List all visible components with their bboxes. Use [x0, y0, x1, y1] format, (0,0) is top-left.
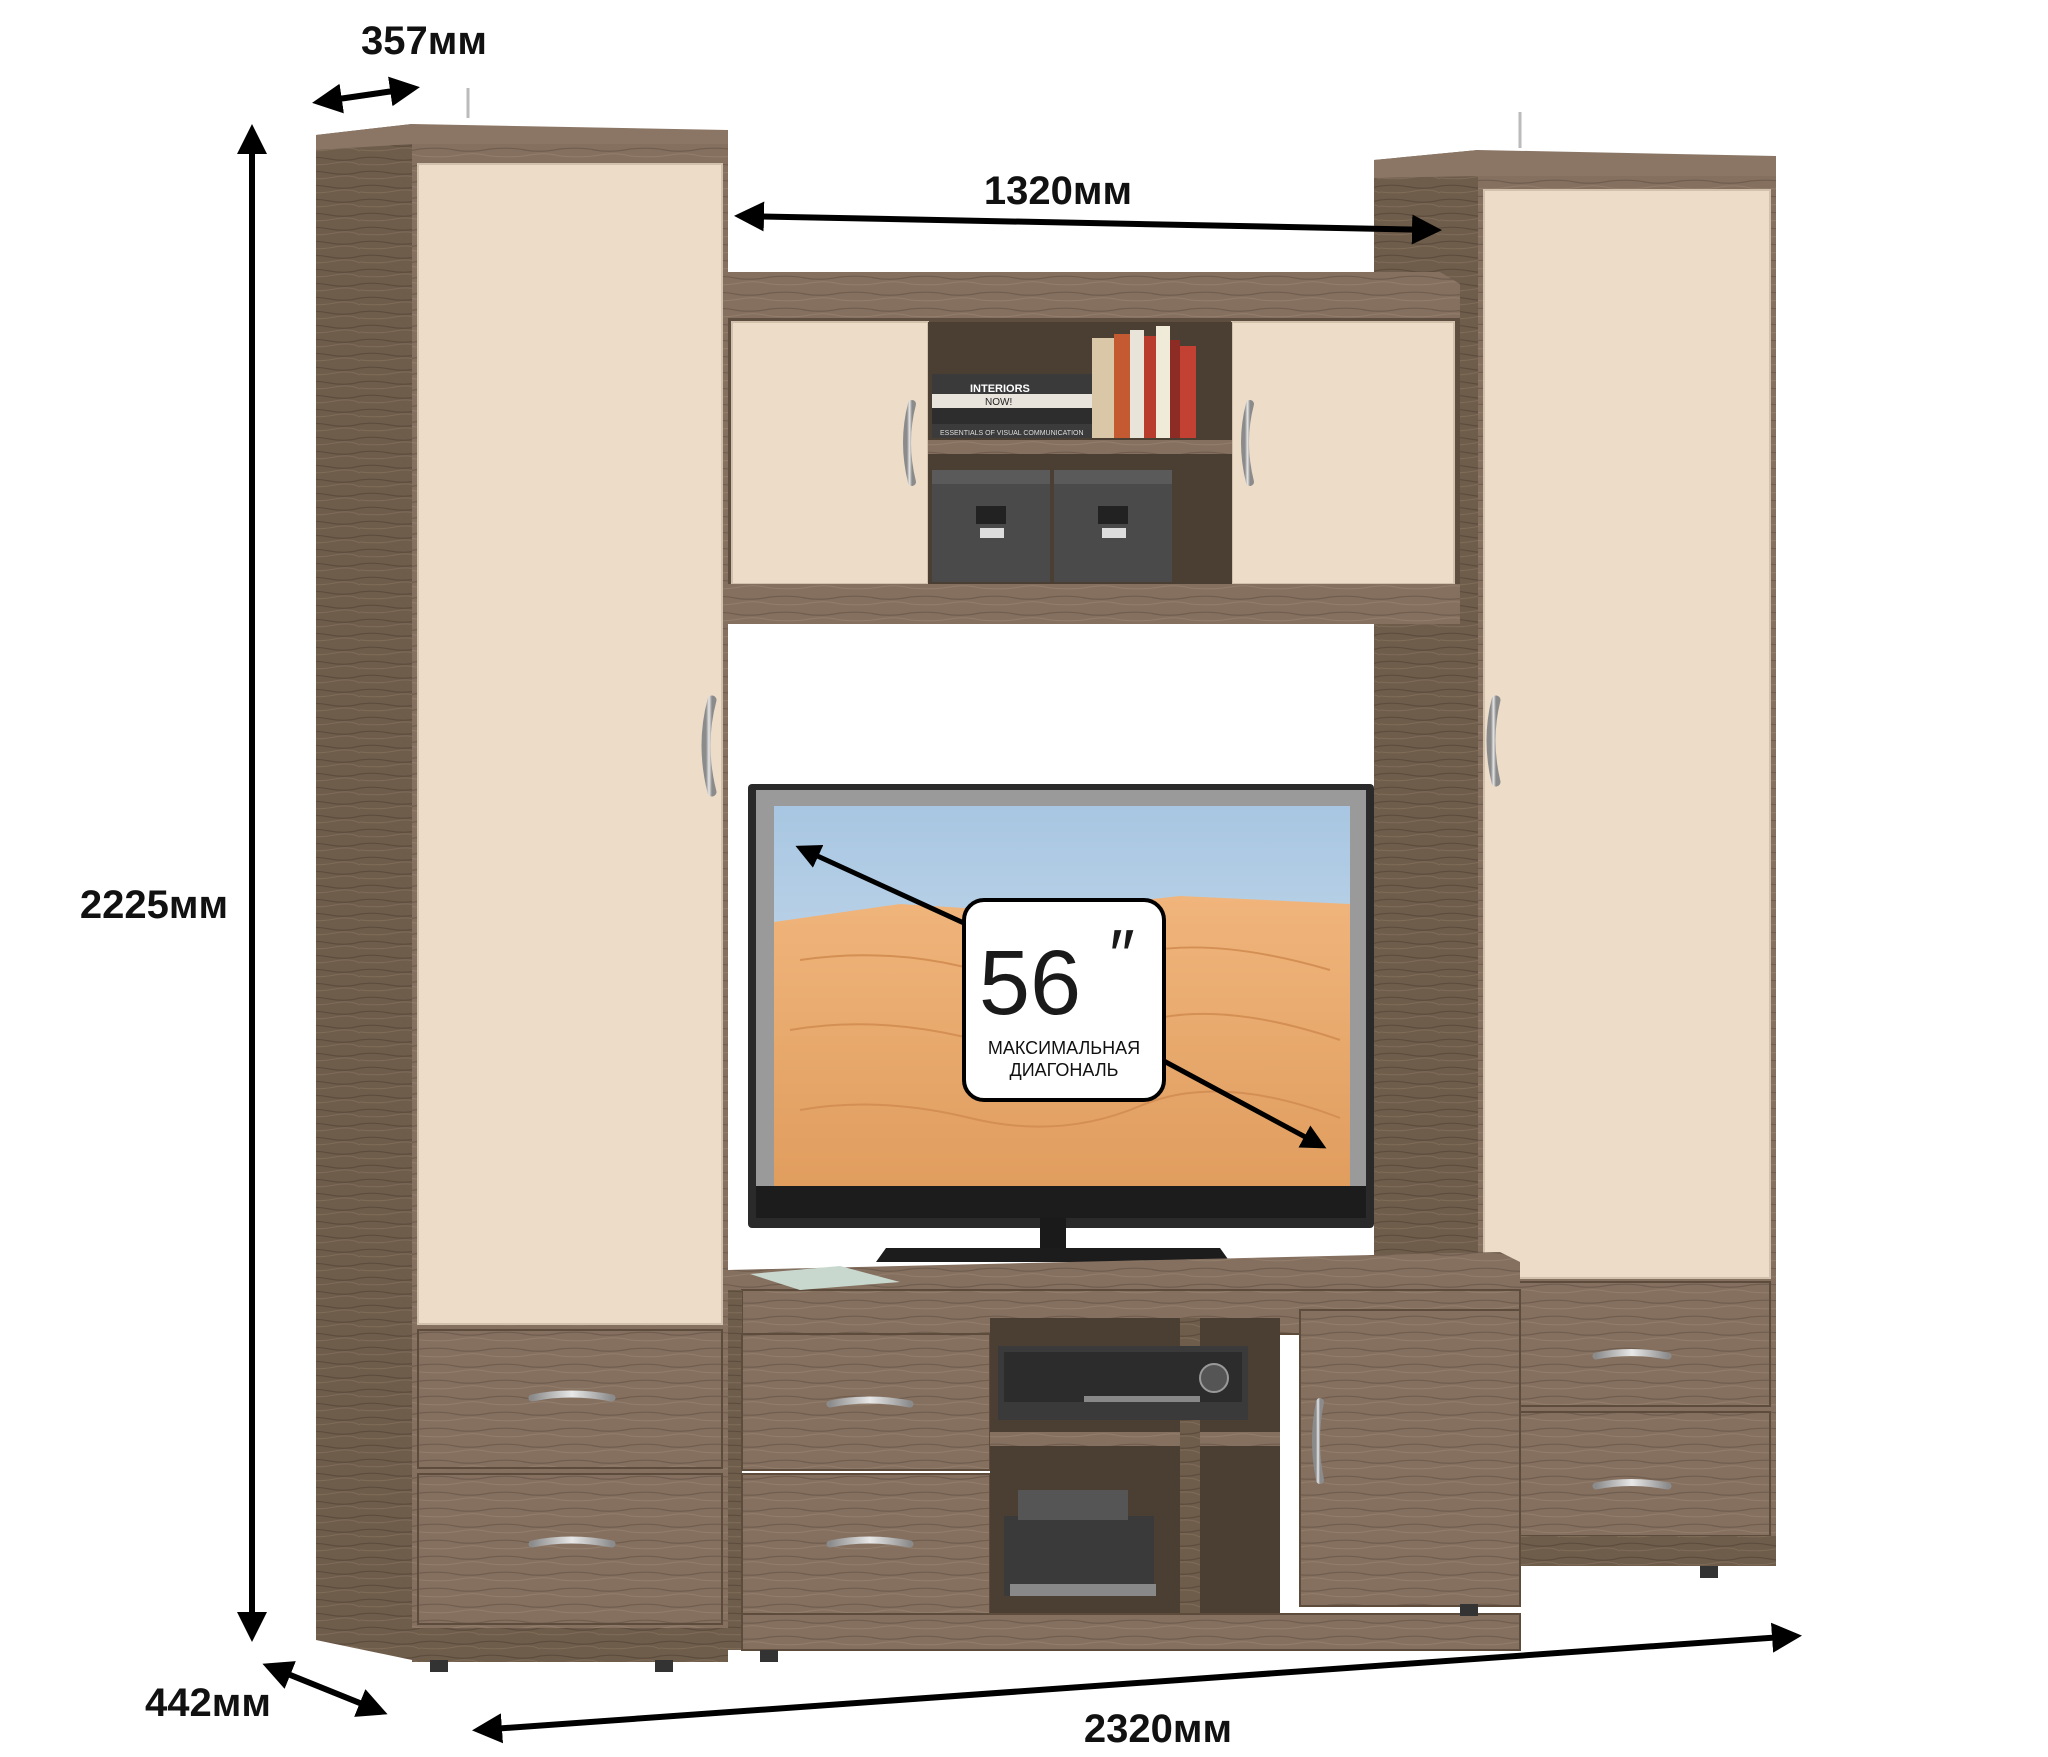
upper-shelf-unit: INTERIORS NOW! ESSENTIALS OF VISUAL COMM…: [728, 272, 1460, 624]
drawer-handle-icon: [528, 1390, 616, 1402]
double-arrow-icon: [262, 1661, 388, 1717]
double-arrow-icon: [312, 76, 420, 114]
left-drawer-1: [417, 1329, 723, 1469]
stand-door: [1299, 1309, 1521, 1607]
door-handle-icon: [1241, 400, 1254, 486]
right-tall-cabinet: [1374, 112, 1776, 1578]
double-arrow-icon: [1160, 1057, 1327, 1149]
door-handle-icon: [1486, 695, 1501, 787]
upper-left-door: [731, 321, 929, 585]
door-handle-icon: [1312, 1398, 1324, 1484]
left-tall-door: [417, 163, 723, 1325]
double-arrow-icon: [795, 844, 968, 927]
dim-height: 2225мм: [80, 883, 228, 927]
drawer-handle-icon: [826, 1396, 914, 1408]
dim-depth-top: 357мм: [361, 19, 487, 63]
right-drawer-2: [1483, 1411, 1771, 1537]
vertical-books: [1092, 326, 1196, 438]
book-subtitle: NOW!: [985, 397, 1012, 408]
dim-total-width: 2320мм: [1084, 1707, 1232, 1751]
callout-caption-line1: МАКСИМАЛЬНАЯ: [988, 1038, 1140, 1058]
double-arrow-icon: [734, 201, 1442, 245]
door-handle-icon: [701, 695, 717, 797]
tv-stand: [728, 1252, 1521, 1662]
callout-caption-line2: ДИАГОНАЛЬ: [1010, 1060, 1119, 1080]
av-receiver: [998, 1346, 1248, 1420]
dim-inner-width: 1320мм: [984, 169, 1132, 213]
drawer-handle-icon: [1592, 1349, 1672, 1360]
book-title-essentials: ESSENTIALS OF VISUAL COMMUNICATION: [940, 430, 1084, 437]
right-tall-door: [1483, 189, 1771, 1279]
tv-diagonal-callout: 56 ″ МАКСИМАЛЬНАЯ ДИАГОНАЛЬ: [962, 898, 1166, 1102]
drawer-handle-icon: [1592, 1479, 1672, 1490]
dim-depth-bottom: 442мм: [145, 1681, 271, 1725]
right-drawer-1: [1483, 1281, 1771, 1407]
callout-inch-mark: ″: [1109, 916, 1135, 996]
left-tall-cabinet: [316, 88, 728, 1672]
amplifier: [1004, 1490, 1156, 1596]
callout-size: 56: [979, 932, 1081, 1034]
upper-right-door: [1231, 321, 1455, 585]
stand-drawer-2: [741, 1473, 991, 1615]
book-title-interiors: INTERIORS: [970, 383, 1030, 395]
left-drawer-2: [417, 1473, 723, 1625]
drawer-handle-icon: [528, 1536, 616, 1548]
door-handle-icon: [903, 400, 916, 486]
book-stack: INTERIORS NOW! ESSENTIALS OF VISUAL COMM…: [932, 374, 1102, 438]
drawer-handle-icon: [826, 1536, 914, 1548]
double-arrow-icon: [472, 1622, 1802, 1744]
storage-boxes: [932, 470, 1172, 582]
dimension-lines: [237, 76, 1802, 1744]
